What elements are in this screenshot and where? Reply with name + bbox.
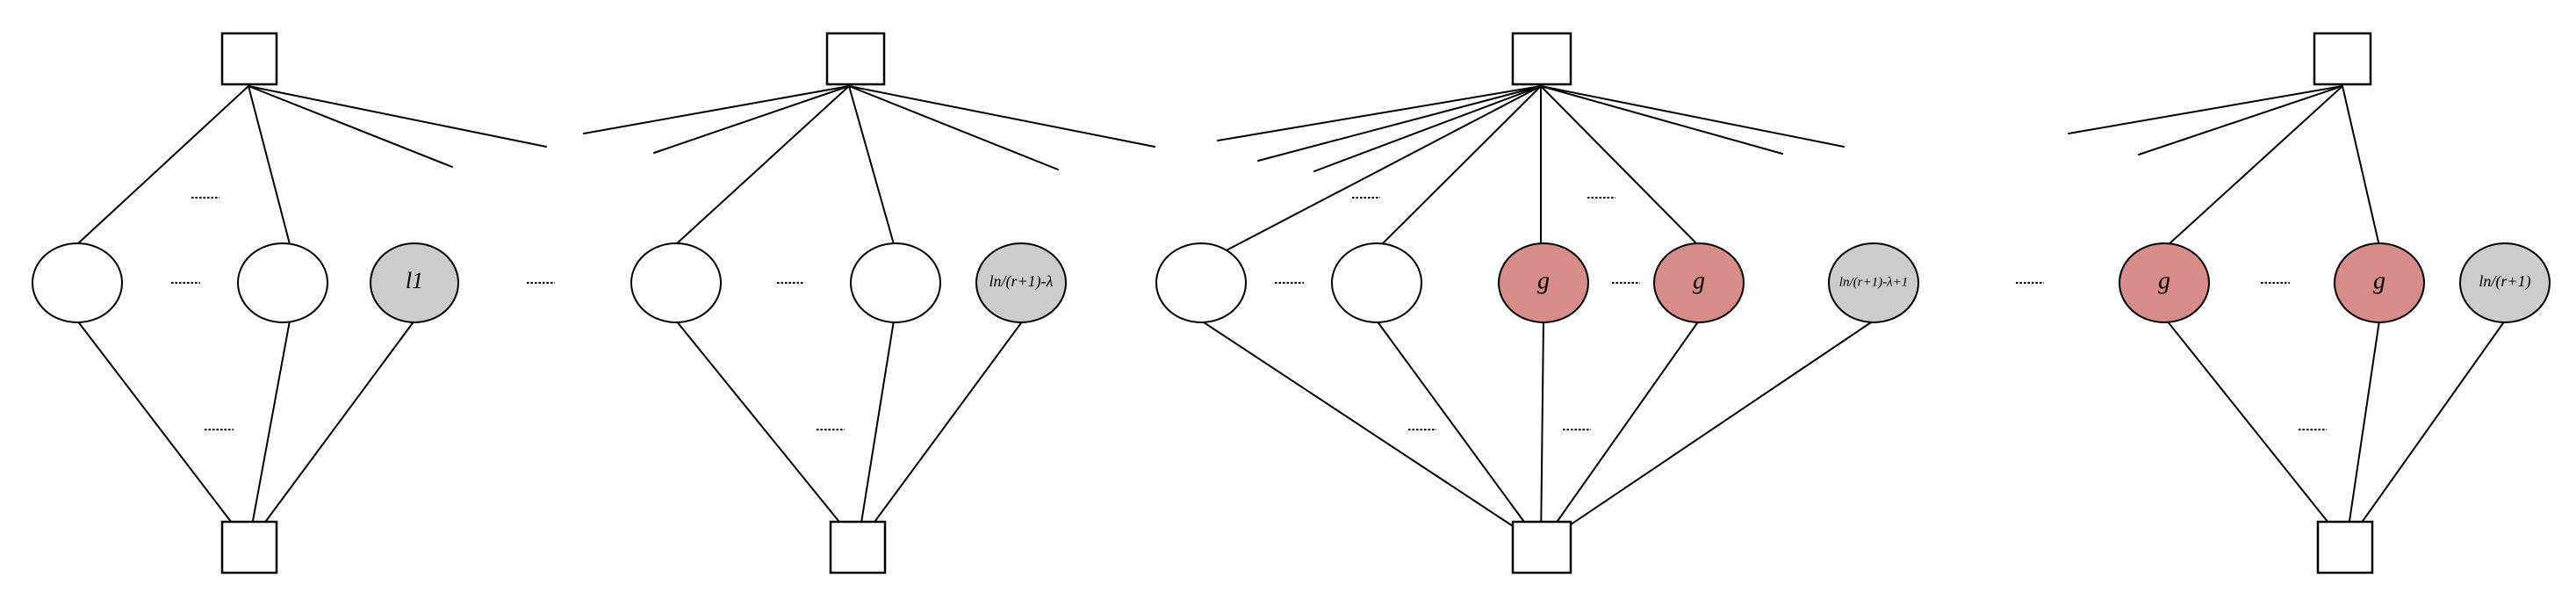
bottom-check-node (220, 520, 278, 574)
global-node-label: g (1693, 267, 1705, 294)
edge (248, 85, 291, 245)
global-node-label: g (2158, 267, 2170, 294)
edge (248, 85, 453, 168)
local-node-label: ln/(r+1) (2479, 272, 2530, 291)
edge (1200, 320, 1542, 546)
local-variable-node-mid-next (1828, 242, 1919, 323)
group-2: ln/(r+1)-λ (583, 32, 1155, 574)
edge (675, 85, 850, 245)
edge (248, 85, 547, 148)
top-check-node (2313, 32, 2372, 86)
edge (1257, 85, 1542, 162)
edge (1540, 320, 1700, 546)
local-variable-node-mid (975, 242, 1067, 323)
edge (1540, 85, 1845, 148)
global-node-label: g (1537, 267, 1550, 294)
global-variable-node (2334, 242, 2425, 323)
empty-variable-node (237, 242, 328, 323)
local-variable-node-l1 (370, 242, 459, 323)
top-check-node (1511, 32, 1572, 86)
empty-variable-node (1331, 242, 1422, 323)
edge (848, 85, 1059, 170)
group-4: g g ln/(r+1) (2068, 32, 2551, 574)
empty-variable-node (630, 242, 722, 323)
edge (2166, 85, 2343, 247)
edge (1540, 320, 1874, 546)
empty-variable-node (32, 242, 123, 323)
top-check-node (220, 32, 278, 86)
global-variable-node (2119, 242, 2210, 323)
local-variable-node-last (2459, 242, 2551, 323)
empty-variable-node (1155, 242, 1247, 323)
edge (848, 85, 895, 245)
edge (857, 320, 1024, 546)
edge (1540, 85, 1783, 155)
empty-variable-node (850, 242, 941, 323)
bottom-check-node (2316, 520, 2374, 574)
global-variable-node (1498, 242, 1589, 323)
global-node-label: g (2373, 267, 2385, 294)
edge (2138, 85, 2343, 155)
edge (2342, 85, 2380, 247)
edge (76, 320, 249, 546)
local-node-label: ln/(r+1)-λ+1 (1839, 275, 1908, 289)
edge (248, 320, 415, 546)
top-check-node (825, 32, 886, 86)
edge (1378, 85, 1542, 249)
edge (248, 320, 291, 546)
edge (848, 85, 1155, 148)
edge (1540, 320, 1544, 546)
bottom-check-node (829, 520, 887, 574)
edge (2345, 320, 2506, 546)
bottom-check-node (1511, 520, 1572, 574)
edge (1376, 320, 1542, 546)
edge (1540, 85, 1700, 247)
global-variable-node (1653, 242, 1745, 323)
group-1: l1 (32, 32, 547, 574)
edge (2166, 320, 2347, 546)
edge (675, 320, 859, 546)
edge (1313, 85, 1542, 172)
edge (76, 85, 249, 245)
group-3: g g ln/(r+1)-λ+1 (1155, 32, 1919, 574)
edge (583, 85, 850, 134)
edge (653, 85, 850, 154)
edge (1217, 85, 1542, 141)
edge (2345, 320, 2380, 546)
edge (2068, 85, 2343, 134)
edge (857, 320, 895, 546)
edge (1200, 85, 1542, 264)
local-node-label: ln/(r+1)-λ (989, 272, 1054, 291)
local-node-label: l1 (406, 268, 423, 293)
